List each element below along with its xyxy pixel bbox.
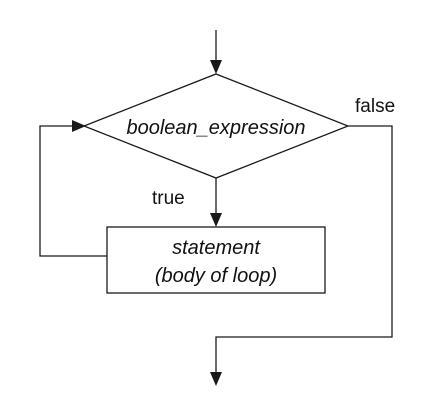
process-line-1: statement [172, 237, 261, 259]
loop-back-arrow-head [72, 120, 86, 132]
entry-arrow-head [210, 60, 222, 74]
exit-arrow-head [210, 372, 222, 386]
false-branch-line [215, 125, 393, 374]
false-label: false [355, 96, 395, 117]
process-line-2: (body of loop) [155, 265, 277, 287]
decision-label: boolean_expression [126, 117, 305, 139]
process-box [106, 226, 326, 294]
loop-back-line [39, 125, 107, 257]
true-branch-arrow-head [210, 213, 222, 227]
true-label: true [152, 188, 185, 209]
